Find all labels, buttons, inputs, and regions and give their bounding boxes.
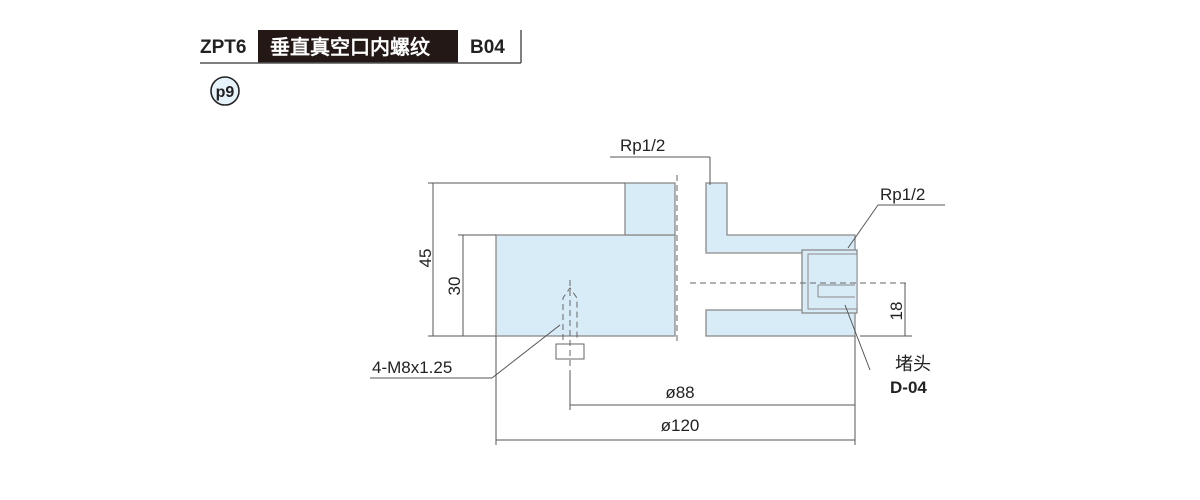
title-background: [258, 30, 458, 63]
header: ZPT6 垂直真空口内螺纹 B04 p9: [200, 30, 522, 106]
lower-arm: [705, 309, 856, 337]
code-label: B04: [470, 37, 505, 58]
page-badge-circle: [210, 76, 240, 106]
title-label: 垂直真空口内螺纹: [270, 35, 431, 59]
dimensions: 45 30 Rp1/2 Rp1/2 18 堵头 D-04 4-M8x1.25 ø…: [370, 136, 945, 445]
top-boss-left: [624, 182, 676, 236]
upper-arm: [705, 182, 856, 254]
port-side-label: Rp1/2: [880, 185, 925, 204]
port-top-label: Rp1/2: [620, 136, 665, 155]
screw: [555, 280, 585, 372]
plug-inner: [807, 253, 858, 310]
page-badge: p9: [216, 84, 235, 101]
plug-hole: [817, 284, 855, 298]
screw-shank: [562, 287, 578, 340]
dim-18: 18: [887, 302, 906, 321]
left-body: [495, 234, 676, 337]
part-body: [495, 182, 858, 337]
plug-code: D-04: [890, 378, 927, 397]
screw-label: 4-M8x1.25: [372, 358, 452, 377]
dim-45: 45: [416, 249, 435, 268]
dim-bolt-circle: ø88: [665, 383, 694, 402]
dim-outer-diameter: ø120: [661, 416, 700, 435]
dim-30: 30: [445, 277, 464, 296]
plug-label: 堵头: [895, 354, 931, 375]
model-label: ZPT6: [200, 37, 246, 58]
